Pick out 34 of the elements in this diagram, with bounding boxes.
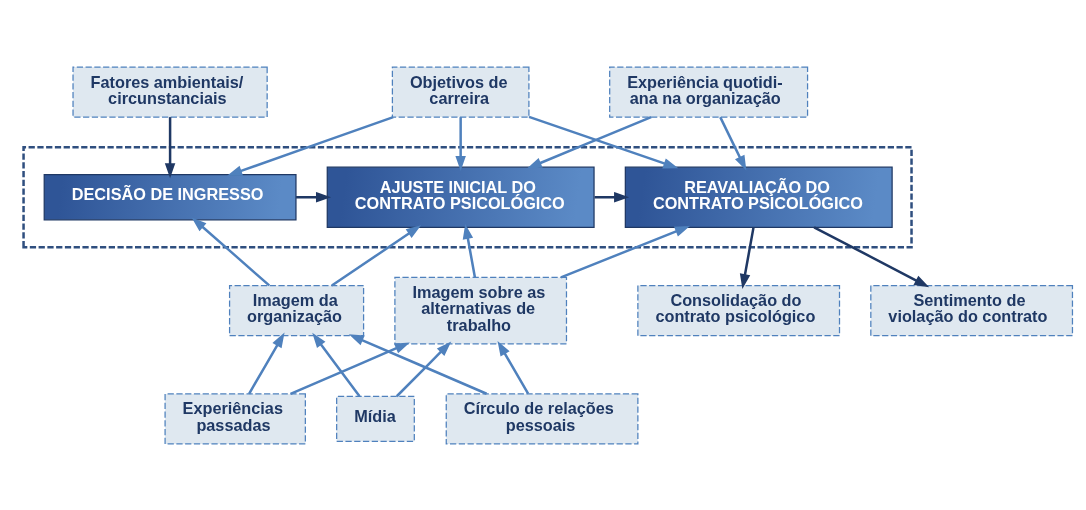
node-box: Fatores ambientais/ circunstanciais bbox=[72, 65, 268, 118]
arrow bbox=[296, 191, 332, 203]
cluster bbox=[22, 145, 913, 249]
arrow bbox=[526, 115, 652, 169]
arrow bbox=[290, 341, 410, 395]
arrow bbox=[312, 332, 361, 397]
arrow bbox=[497, 340, 530, 394]
arrow bbox=[462, 223, 477, 278]
node-box: DECISÃO DE INGRESSO bbox=[43, 173, 297, 220]
arrow bbox=[227, 115, 394, 176]
node-box: AJUSTE INICIAL DO CONTRATO PSICOLÓGICO bbox=[326, 166, 595, 228]
arrow bbox=[455, 116, 466, 171]
arrow bbox=[719, 116, 747, 171]
arrow bbox=[331, 224, 422, 287]
arrow bbox=[348, 333, 488, 395]
arrow bbox=[813, 225, 930, 287]
node-box: Círculo de relações pessoais bbox=[445, 392, 639, 445]
arrow bbox=[739, 226, 755, 289]
node-box: Mídia bbox=[336, 395, 415, 442]
arrow bbox=[528, 115, 679, 168]
arrow bbox=[594, 191, 630, 203]
arrow bbox=[164, 116, 176, 178]
node-box: Objetivos de carreira bbox=[391, 65, 530, 118]
node-box: Consolidação do contrato psicológico bbox=[637, 284, 841, 336]
node-box: REAVALIAÇÃO DO CONTRATO PSICOLÓGICO bbox=[624, 166, 893, 228]
node-box: Imagem da organização bbox=[228, 284, 365, 336]
arrow bbox=[248, 332, 285, 394]
arrow bbox=[395, 341, 452, 397]
node-box: Experiências passadas bbox=[164, 392, 306, 445]
node-box: Imagem sobre as alternativas de trabalho bbox=[394, 276, 568, 344]
arrow bbox=[560, 225, 690, 278]
node-box: Experiência quotidi- ana na organização bbox=[609, 65, 809, 118]
arrow bbox=[191, 216, 270, 286]
node-box: Sentimento de violação do contrato bbox=[870, 284, 1074, 336]
